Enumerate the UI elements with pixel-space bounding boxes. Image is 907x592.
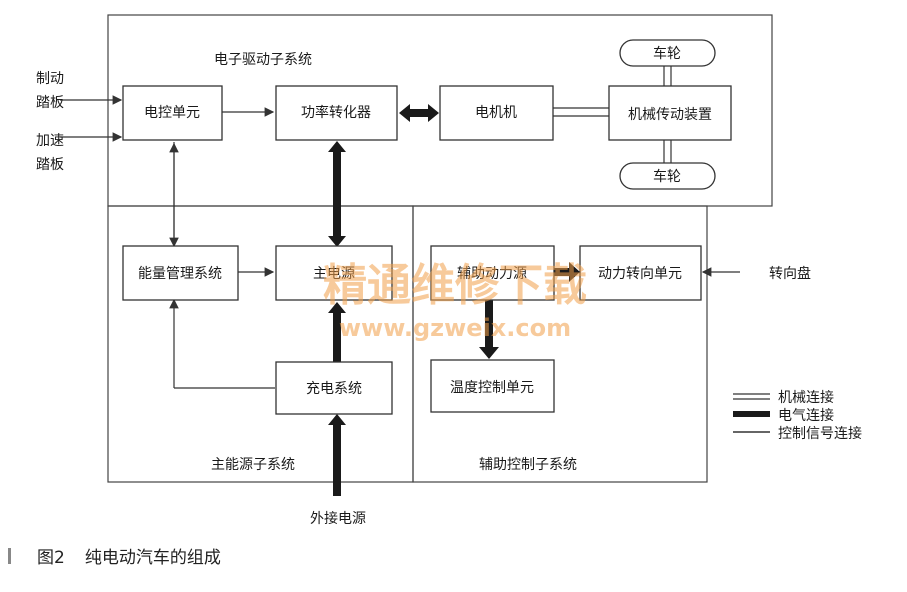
aux-control-subsystem-frame: [412, 205, 708, 483]
brake-pedal-label-1: 制动: [36, 71, 64, 87]
wheel-top-box: [619, 39, 716, 67]
drive-subsystem-label: 电子驱动子系统: [214, 52, 312, 68]
watermark-title: 精通维修下载: [323, 260, 587, 311]
charging-system-box: [275, 361, 393, 415]
figure-caption: 图2 纯电动汽车的组成: [8, 543, 221, 568]
accel-pedal-label-1: 加速: [36, 133, 64, 149]
ecu-label: 电控单元: [144, 105, 200, 121]
caption-number: 图2: [37, 548, 65, 568]
power-steering-label: 动力转向单元: [598, 266, 682, 282]
temperature-control-box: [430, 359, 555, 413]
mechanical-lines: [553, 64, 672, 165]
motor-box: [439, 85, 554, 141]
caption-text: 纯电动汽车的组成: [84, 548, 221, 568]
aux-power-box: [430, 245, 555, 301]
main-power-box: [275, 245, 393, 301]
power-converter-box: [275, 85, 398, 141]
caption-bar: [8, 547, 11, 564]
control-signal-lines: [60, 95, 740, 389]
wheel-top-label: 车轮: [653, 45, 681, 62]
ecu-box: [122, 85, 223, 141]
main-power-label: 主电源: [313, 266, 355, 282]
legend-control-label: 控制信号连接: [778, 425, 862, 442]
power-steering-box: [579, 245, 702, 301]
watermark-url: www.gzweix.com: [339, 314, 571, 342]
transmission-box: [608, 85, 732, 141]
power-converter-label: 功率转化器: [301, 104, 371, 121]
charging-system-label: 充电系统: [306, 381, 362, 397]
wheel-bottom-box: [619, 162, 716, 190]
motor-label: 电机机: [475, 105, 517, 121]
legend: 机械连接 电气连接 控制信号连接: [733, 389, 862, 442]
wheel-bottom-label: 车轮: [653, 168, 681, 185]
ev-composition-diagram: 电控单元 功率转化器 电机机 机械传动装置 车轮 车轮 能量管理系统 主电源 充…: [36, 14, 862, 527]
transmission-label: 机械传动装置: [628, 107, 712, 123]
accel-pedal-label-2: 踏板: [36, 157, 64, 173]
aux-control-subsystem-label: 辅助控制子系统: [479, 457, 577, 473]
temperature-control-label: 温度控制单元: [450, 380, 534, 396]
legend-mechanical-label: 机械连接: [778, 389, 834, 406]
energy-management-label: 能量管理系统: [138, 266, 222, 282]
external-power-label: 外接电源: [310, 510, 366, 527]
aux-power-label: 辅助动力源: [457, 266, 527, 282]
brake-pedal-label-2: 踏板: [36, 95, 64, 111]
energy-management-box: [122, 245, 239, 301]
steering-wheel-label: 转向盘: [769, 265, 811, 282]
legend-electrical-label: 电气连接: [778, 407, 834, 424]
main-power-subsystem-label: 主能源子系统: [211, 457, 295, 473]
electrical-connections: [328, 104, 580, 496]
